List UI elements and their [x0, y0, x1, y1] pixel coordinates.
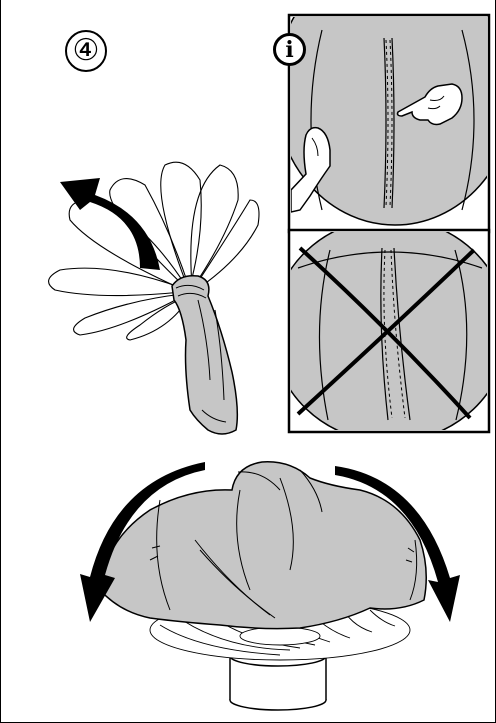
info-icon: i — [273, 33, 306, 66]
blade-rotation-illustration — [49, 162, 259, 434]
step-number-badge: ④ — [65, 30, 107, 72]
fabric-cover-bundle — [172, 276, 237, 434]
correct-seam-panel — [275, 0, 496, 232]
incorrect-seam-panel — [272, 218, 496, 442]
covered-fan-illustration — [80, 462, 460, 710]
